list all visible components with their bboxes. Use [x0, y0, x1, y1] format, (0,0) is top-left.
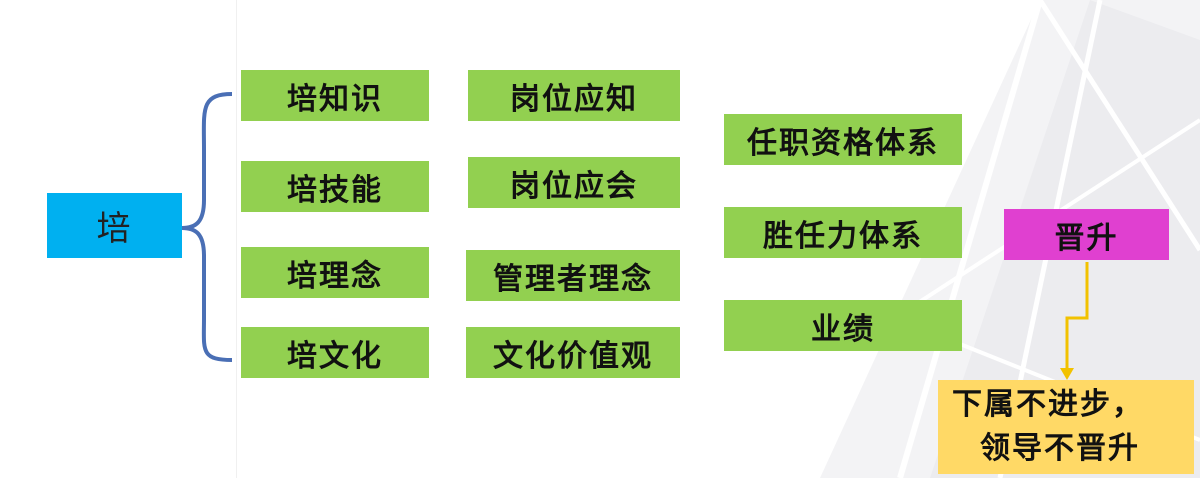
- root-label: 培: [96, 209, 133, 249]
- node-culture: 培文化: [241, 327, 429, 378]
- node-job-knowledge: 岗位应知: [468, 70, 680, 121]
- note-line-1: 下属不进步，: [952, 387, 1144, 422]
- node-label: 管理者理念: [493, 261, 653, 297]
- note-box: 下属不进步， 领导不晋升: [938, 380, 1194, 474]
- node-label: 文化价值观: [493, 338, 653, 374]
- node-concept: 培理念: [241, 247, 429, 298]
- node-label: 培理念: [287, 258, 383, 294]
- node-label: 培文化: [287, 338, 383, 374]
- node-label: 任职资格体系: [747, 125, 939, 161]
- node-competency-system: 胜任力体系: [724, 207, 962, 258]
- node-skills: 培技能: [241, 161, 429, 212]
- node-promotion: 晋升: [1004, 209, 1169, 260]
- node-performance: 业绩: [724, 300, 962, 351]
- node-culture-values: 文化价值观: [466, 327, 680, 378]
- node-label: 胜任力体系: [763, 218, 923, 254]
- node-label: 岗位应会: [510, 168, 638, 204]
- node-label: 晋升: [1054, 220, 1119, 256]
- node-label: 岗位应知: [510, 81, 638, 117]
- note-line-2: 领导不晋升: [980, 431, 1140, 466]
- node-label: 培知识: [287, 81, 383, 117]
- panel-divider: [236, 0, 237, 478]
- node-qualification-system: 任职资格体系: [724, 114, 962, 165]
- node-manager-concept: 管理者理念: [466, 250, 680, 301]
- node-knowledge: 培知识: [241, 70, 429, 121]
- node-label: 业绩: [811, 311, 875, 347]
- root-node: 培: [47, 193, 182, 258]
- node-job-ability: 岗位应会: [468, 157, 680, 208]
- node-label: 培技能: [287, 172, 383, 208]
